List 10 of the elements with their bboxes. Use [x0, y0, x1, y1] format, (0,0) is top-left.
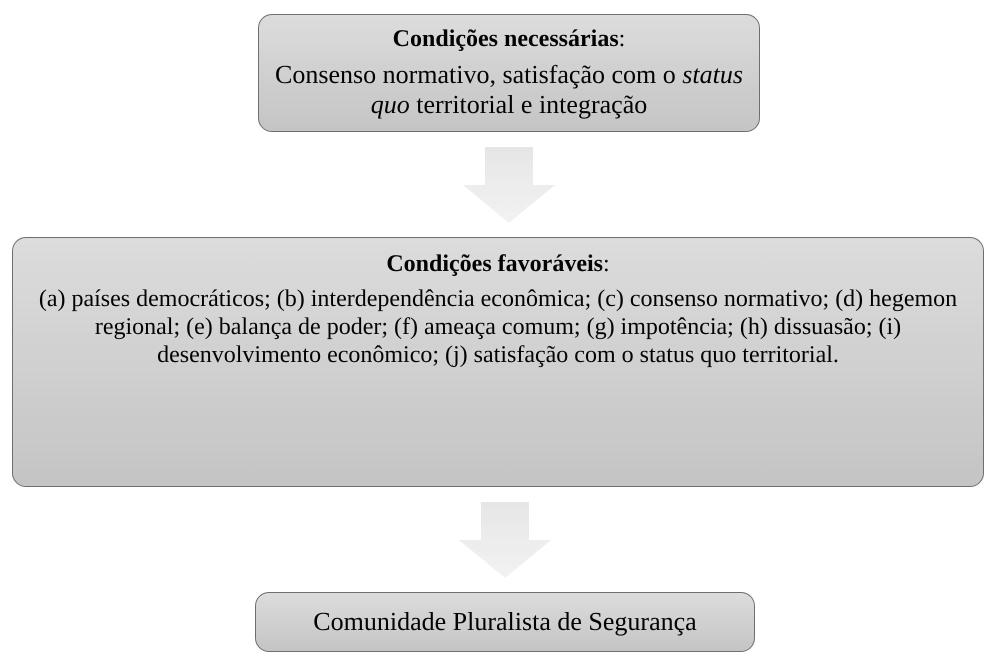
box-heading: Condições necessárias: — [392, 24, 626, 54]
rounded-box — [258, 14, 760, 132]
block-arrow — [463, 147, 555, 223]
block-arrow — [459, 502, 551, 578]
box-text: Consenso normativo, satisfação com o status quo territorial e integração — [274, 60, 744, 122]
box-text: (a) países democráticos; (b) interdependência econômica; (c) consenso normativo; (d) hegemon regional; (e) balança de poder; (f) ameaça comum; (g) impotência; (h) dissuasão; (i) desenvolvimento econômico; (j) satisfação com o status quo territorial. — [38, 284, 958, 370]
rounded-box — [12, 237, 984, 487]
box-heading: Condições favoráveis: — [386, 250, 610, 279]
box-text: Comunidade Pluralista de Segurança — [313, 606, 697, 638]
rounded-box — [255, 592, 755, 652]
